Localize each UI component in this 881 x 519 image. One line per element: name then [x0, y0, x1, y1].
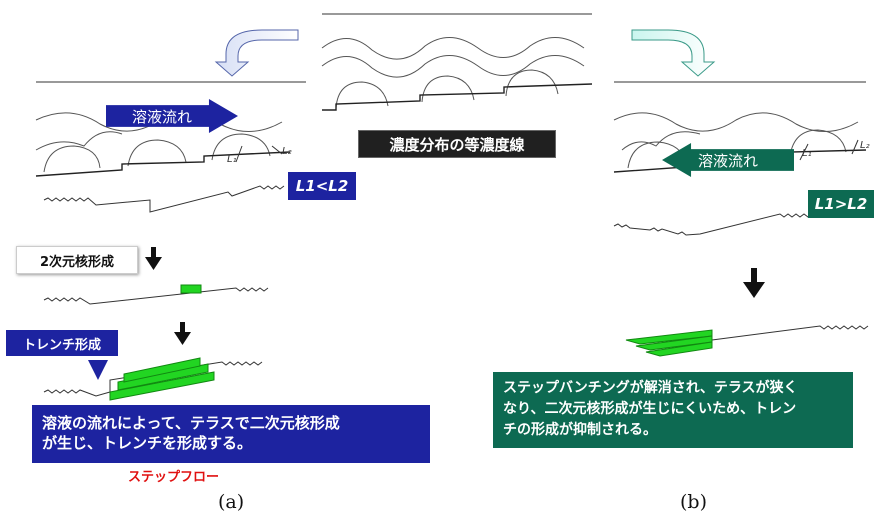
- down-arrow-icon-a2: [174, 322, 191, 345]
- down-arrow-icon-a1: [145, 247, 162, 270]
- trench-label: トレンチ形成: [6, 330, 118, 356]
- step-flow-label: ステップフロー: [128, 470, 220, 485]
- curved-arrow-left-icon: [214, 29, 299, 77]
- L2-label-b: L₂: [860, 140, 870, 151]
- result-box-a: 溶液の流れによって、テラスで二次元核形成 が生じ、トレンチを形成する。: [32, 405, 430, 463]
- L2-label-a: L₂: [282, 146, 292, 157]
- trench-layer-1: [109, 371, 215, 401]
- flow-label-b: 溶液流れ: [698, 151, 759, 170]
- result-line-b2: なり、二次元核形成が生じにくいため、トレン: [503, 401, 797, 417]
- L-compare-a: L1<L2: [288, 172, 356, 200]
- trench-marker-icon: [88, 360, 108, 380]
- down-arrow-icon-b: [743, 268, 765, 298]
- nucleus-block: [180, 284, 202, 294]
- panel-a-trench-profile: [43, 357, 263, 401]
- L1-label-a: L₁: [227, 154, 237, 165]
- result-line-b3: チの形成が抑制される。: [503, 422, 657, 438]
- panel-a-nucleation-profile: [43, 284, 269, 305]
- caption-a: (a): [218, 491, 245, 513]
- L-compare-b: L1>L2: [808, 190, 874, 218]
- panel-b-profile: [625, 325, 869, 357]
- trench-layer-3: [123, 357, 201, 383]
- L1-label-b: L₁: [802, 148, 812, 159]
- result-line-a2: が生じ、トレンチを形成する。: [42, 434, 253, 452]
- result-line-b1: ステップバンチングが解消され、テラスが狭く: [503, 380, 798, 396]
- caption-b: (b): [680, 491, 707, 513]
- panel-a-surface-diagram: [35, 81, 306, 213]
- concentration-label: 濃度分布の等濃度線: [358, 130, 556, 158]
- nucleation-label: 2次元核形成: [16, 246, 138, 274]
- center-isoconcentration-diagram: [321, 13, 593, 111]
- curved-arrow-right-icon: [631, 29, 716, 77]
- result-box-b: ステップバンチングが解消され、テラスが狭く なり、二次元核形成が生じにくいため、…: [493, 372, 853, 448]
- flow-label-a: 溶液流れ: [132, 107, 193, 126]
- result-line-a1: 溶液の流れによって、テラスで二次元核形成: [42, 414, 340, 432]
